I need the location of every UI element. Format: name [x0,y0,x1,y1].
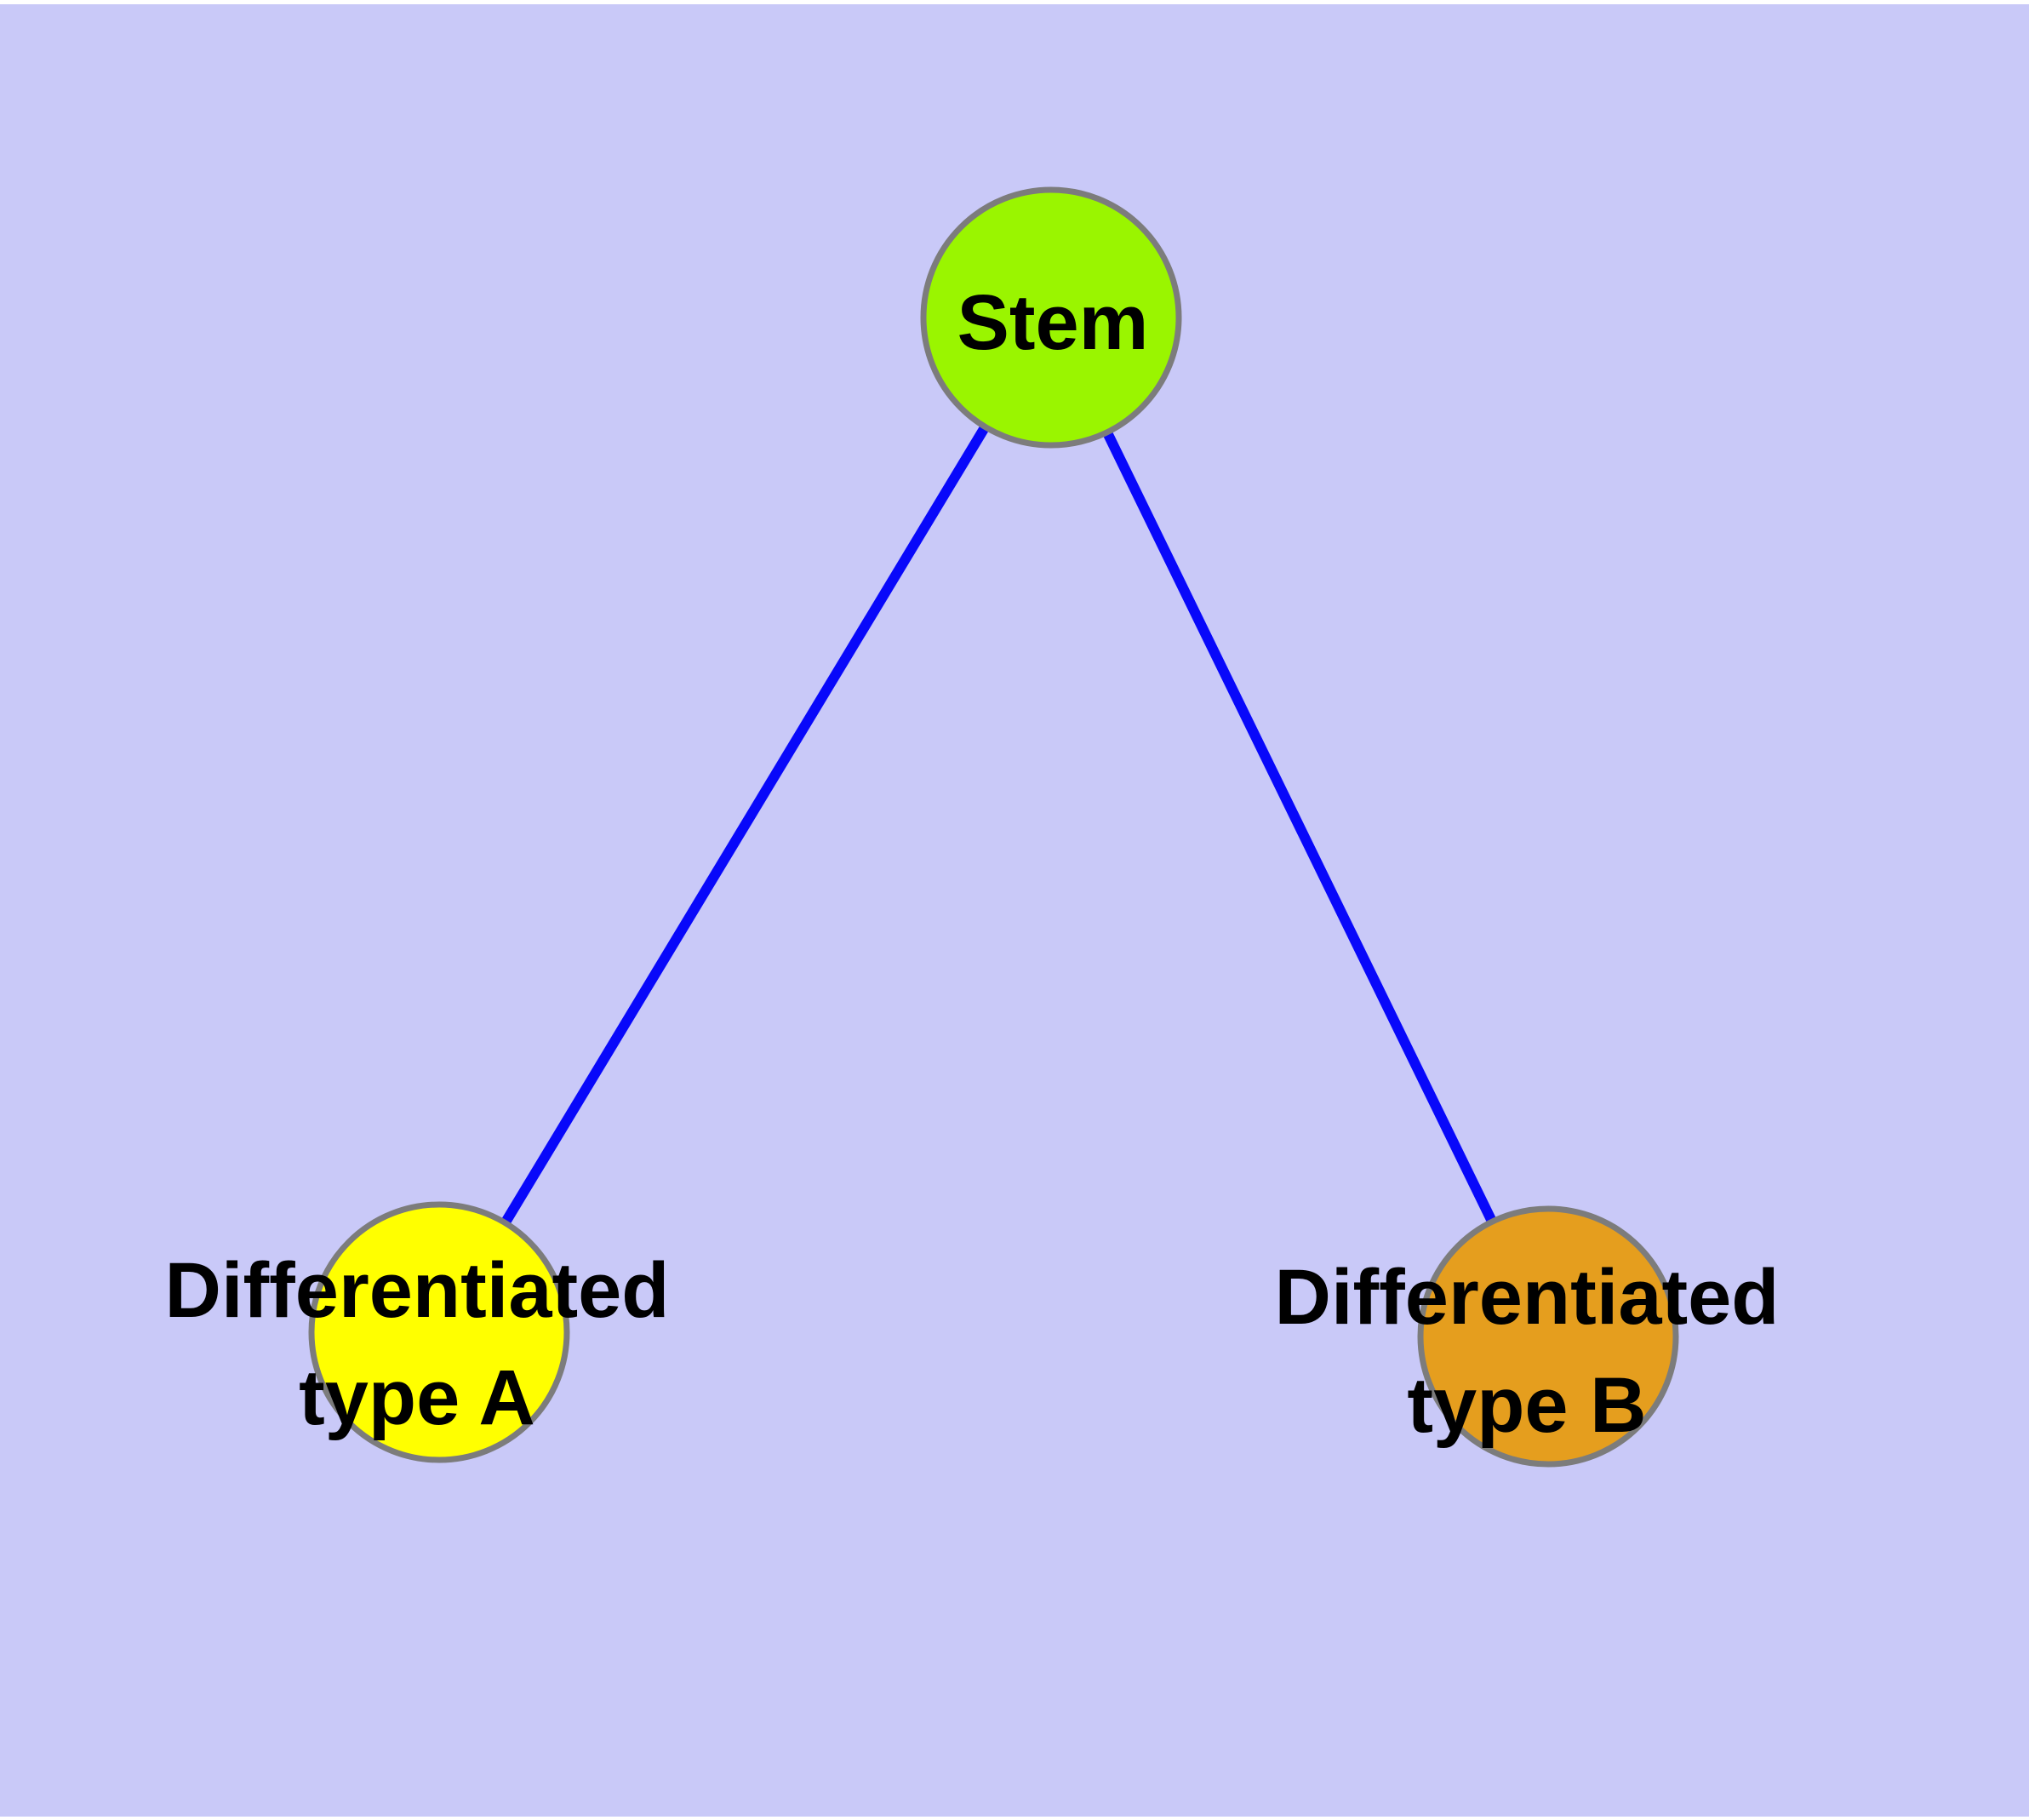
node-type-a [308,1201,570,1463]
edge-stem-to-type-b [1046,315,1553,1339]
top-edge-strip [0,0,2029,4]
node-type-a-label-line-1: Differentiated [165,1247,670,1334]
node-stem [920,186,1182,449]
node-stem-label: Stem [957,279,1149,366]
bottom-edge-strip [0,1817,2029,1820]
node-type-b-label-line-2: type B [1407,1362,1646,1449]
node-type-a-label-line-2: type A [299,1354,535,1441]
node-type-b [1417,1205,1679,1468]
edge-stem-to-type-a [434,314,1056,1336]
node-type-b-label-line-1: Differentiated [1275,1254,1780,1341]
